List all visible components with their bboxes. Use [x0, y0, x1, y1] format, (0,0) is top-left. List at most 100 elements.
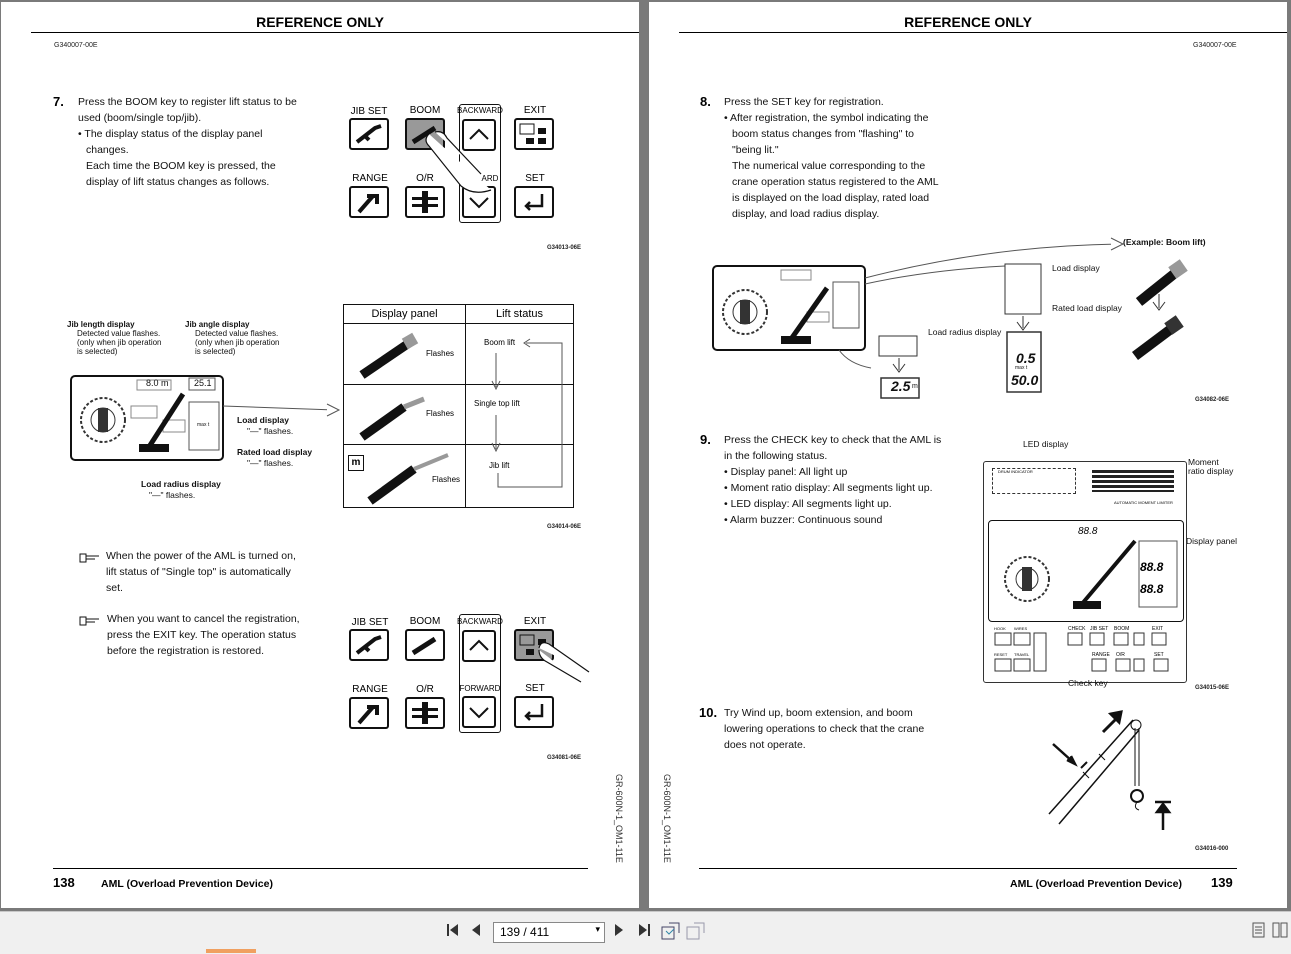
vertical-doc-code: GR-600N-1_OM1-11E [662, 774, 672, 863]
footer-rule [53, 868, 588, 869]
footer-title: AML (Overload Prevention Device) [101, 878, 273, 890]
status-cycle-arrows [491, 338, 563, 488]
figure-id: G34081-06E [547, 755, 582, 761]
jib-set-key [349, 629, 389, 661]
note-1: When the power of the AML is turned on, … [106, 550, 296, 594]
lcd-length-value: 8.0 m [146, 378, 169, 388]
jib-m-box: m [348, 455, 364, 471]
led-area [992, 468, 1076, 494]
flashes-text: Flashes [432, 475, 461, 484]
lcd-panel [988, 520, 1184, 622]
radius-unit: m [912, 383, 918, 390]
page-number: 138 [53, 875, 75, 890]
figure-id: G34013-06E [547, 245, 582, 251]
enter-icon [524, 194, 544, 211]
header-rule [679, 32, 1287, 33]
header-rule [31, 32, 639, 33]
chevron-down-icon [469, 707, 489, 719]
load-value: 0.5 [1016, 350, 1036, 366]
or-key [405, 697, 445, 729]
single-page-view-icon[interactable] [1252, 922, 1266, 943]
footer-title: AML (Overload Prevention Device) [1010, 878, 1182, 890]
vertical-doc-code: GR-600N-1_OM1-11E [614, 774, 624, 863]
check-key-label: CHECK [1068, 626, 1086, 632]
first-page-icon[interactable] [445, 922, 461, 943]
range-label: RANGE [352, 173, 388, 184]
step-9-text: Press the CHECK key to check that the AM… [724, 434, 942, 526]
page-header: REFERENCE ONLY [256, 14, 384, 30]
jib-icon [355, 635, 382, 655]
page-header: REFERENCE ONLY [904, 14, 1032, 30]
jib-angle-callout: Jib angle display Detected value flashes… [185, 320, 280, 356]
lcd-max-t: max t [197, 422, 210, 428]
page-indicator-text: 139 / 411 [500, 925, 550, 939]
moment-ratio-bars [1092, 470, 1174, 492]
panel-keys: HOOK WIRES CHECK JIB SET BOOM EXIT RESET… [994, 626, 1176, 672]
note-hand-icon [79, 613, 101, 626]
single-top-flash-icon [359, 396, 425, 441]
doc-id: G340007-00E [54, 42, 98, 49]
lcd-angle-value: 25.1 [194, 378, 212, 388]
load-progress-bar [206, 949, 256, 953]
range-label: RANGE [352, 684, 388, 695]
step-7-text: Press the BOOM key to register lift stat… [78, 96, 297, 188]
range-icon [357, 705, 379, 725]
set-key [514, 696, 554, 728]
table-divider [465, 323, 466, 507]
display-panel-diagram [70, 375, 341, 461]
step-10-text: Try Wind up, boom extension, and boom lo… [724, 707, 925, 751]
range-key [349, 697, 389, 729]
prev-page-icon[interactable] [469, 922, 483, 943]
table-row-divider [344, 384, 573, 385]
boom-key-label: BOOM [1114, 626, 1130, 632]
load-display-callout: Load display "—" flashes. [237, 415, 294, 436]
step-9-number: 9. [700, 432, 711, 447]
led-display-label: LED display [1023, 439, 1069, 449]
jib-flash-icon [367, 453, 449, 505]
step-10-number: 10. [699, 705, 718, 720]
step-8-number: 8. [700, 94, 711, 109]
wires-key-label: WIRES [1014, 626, 1028, 631]
crane-boom-illustration [1048, 710, 1172, 830]
right-page: REFERENCE ONLY G340007-00E 8. Press the … [649, 2, 1287, 908]
chevron-up-icon [469, 639, 489, 651]
figure-id: G34014-06E [547, 524, 582, 530]
fit-page-icon[interactable] [661, 922, 681, 945]
boom-label: BOOM [409, 105, 441, 116]
lift-status-table: Display panel Lift status Flashes Flashe… [343, 304, 574, 508]
outrigger-icon [412, 191, 438, 213]
figure-id: G34082-06E [1195, 397, 1230, 403]
exit-key [514, 118, 554, 150]
chevron-down-icon[interactable]: ▾ [595, 924, 600, 934]
viewer-toolbar: 139 / 411 ▾ [0, 911, 1291, 954]
last-page-icon[interactable] [636, 922, 652, 943]
lcd-seg-load: 88.8 [1140, 560, 1164, 574]
note-hand-icon [79, 550, 101, 563]
boom-icon [411, 636, 437, 656]
footer-rule [699, 868, 1237, 869]
flashes-text: Flashes [426, 409, 455, 418]
status-boom-lift: Boom lift [484, 338, 516, 347]
panel-key-icons [994, 632, 1169, 672]
range-key [349, 186, 389, 218]
left-page: REFERENCE ONLY G340007-00E 7. Press the … [1, 2, 639, 908]
jibset-key-label: JIB SET [1090, 626, 1109, 632]
load-display-label: Load display [1052, 263, 1100, 273]
status-single-top: Single top lift [474, 399, 520, 408]
jib-length-callout: Jib length display Detected value flashe… [67, 320, 162, 356]
next-page-icon[interactable] [612, 922, 626, 943]
fit-width-icon[interactable] [686, 922, 706, 945]
page-number-input[interactable]: 139 / 411 ▾ [493, 922, 605, 943]
forward-key [462, 696, 496, 728]
jib-icon [355, 124, 382, 144]
reset-key-label: RESET [994, 652, 1008, 657]
radius-value: 2.5 [891, 378, 911, 394]
flashes-text: Flashes [426, 349, 455, 358]
or-key [405, 186, 445, 218]
registration-diagram [712, 237, 1188, 399]
two-page-view-icon[interactable] [1272, 922, 1288, 943]
lcd-seg: 88.8 [1078, 526, 1098, 537]
table-header-status: Lift status [466, 305, 573, 324]
jib-set-label: JIB SET [350, 106, 388, 117]
backward-label: BACKWARD [457, 106, 503, 115]
